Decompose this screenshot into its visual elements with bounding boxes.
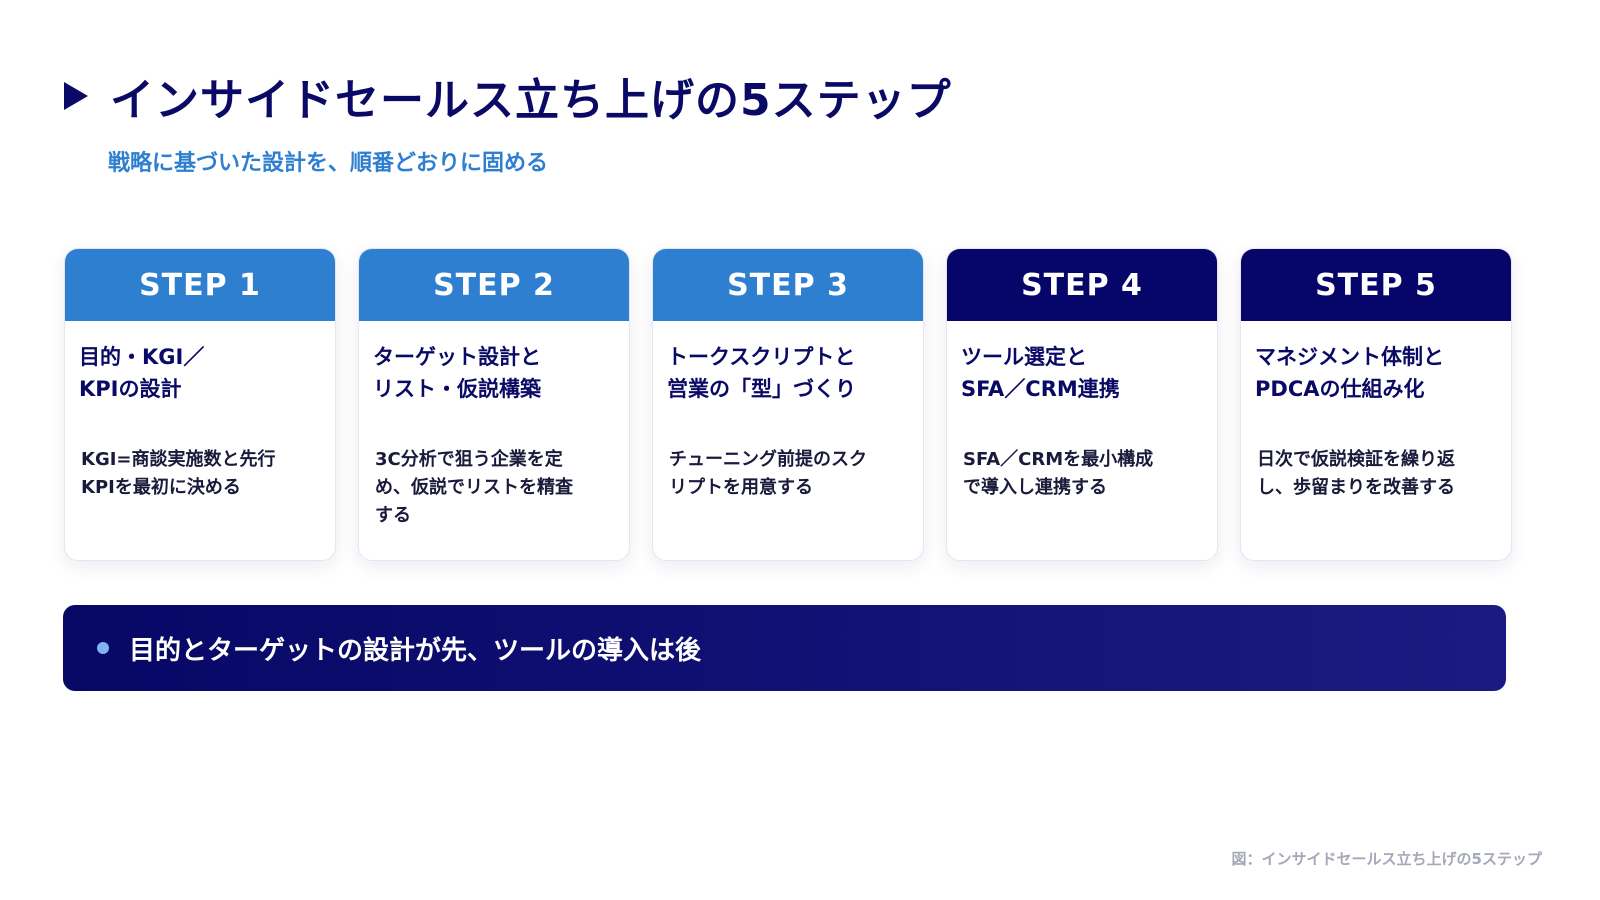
summary-banner: 目的とターゲットの設計が先、ツールの導入は後 <box>63 605 1506 691</box>
step-card-1: STEP 1 目的・KGI／ KPIの設計 KGI=商談実施数と先行 KPIを最… <box>64 248 336 561</box>
bullet-dot-icon <box>97 642 109 654</box>
step-card-2: STEP 2 ターゲット設計と リスト・仮説構築 3C分析で狙う企業を定 め、仮… <box>358 248 630 561</box>
page-subtitle: 戦略に基づいた設計を、順番どおりに固める <box>108 151 549 176</box>
title-row: インサイドセールス立ち上げの5ステップ <box>64 64 952 128</box>
step-card-4: STEP 4 ツール選定と SFA／CRM連携 SFA／CRMを最小構成 で導入… <box>946 248 1218 561</box>
step-title: ツール選定と SFA／CRM連携 <box>961 345 1120 401</box>
step-header: STEP 1 <box>65 249 335 321</box>
step-description: チューニング前提のスク リプトを用意する <box>669 449 867 498</box>
step-description: 日次で仮説検証を繰り返 し、歩留まりを改善する <box>1257 449 1455 498</box>
figure-caption: 図：インサイドセールス立ち上げの5ステップ <box>1231 850 1542 868</box>
step-title: マネジメント体制と PDCAの仕組み化 <box>1255 345 1444 401</box>
triangle-right-icon <box>64 82 88 110</box>
summary-text: 目的とターゲットの設計が先、ツールの導入は後 <box>129 635 702 666</box>
step-header: STEP 2 <box>359 249 629 321</box>
steps-row: STEP 1 目的・KGI／ KPIの設計 KGI=商談実施数と先行 KPIを最… <box>64 248 1512 561</box>
step-title: ターゲット設計と リスト・仮説構築 <box>373 345 541 401</box>
step-description: 3C分析で狙う企業を定 め、仮説でリストを精査 する <box>375 449 573 526</box>
step-title: トークスクリプトと 営業の「型」づくり <box>667 345 856 401</box>
step-title: 目的・KGI／ KPIの設計 <box>79 345 205 401</box>
step-description: SFA／CRMを最小構成 で導入し連携する <box>963 449 1154 498</box>
step-header: STEP 4 <box>947 249 1217 321</box>
step-header: STEP 5 <box>1241 249 1511 321</box>
step-description: KGI=商談実施数と先行 KPIを最初に決める <box>81 449 276 498</box>
step-card-5: STEP 5 マネジメント体制と PDCAの仕組み化 日次で仮説検証を繰り返 し… <box>1240 248 1512 561</box>
page-title: インサイドセールス立ち上げの5ステップ <box>110 75 952 126</box>
step-card-3: STEP 3 トークスクリプトと 営業の「型」づくり チューニング前提のスク リ… <box>652 248 924 561</box>
step-header: STEP 3 <box>653 249 923 321</box>
